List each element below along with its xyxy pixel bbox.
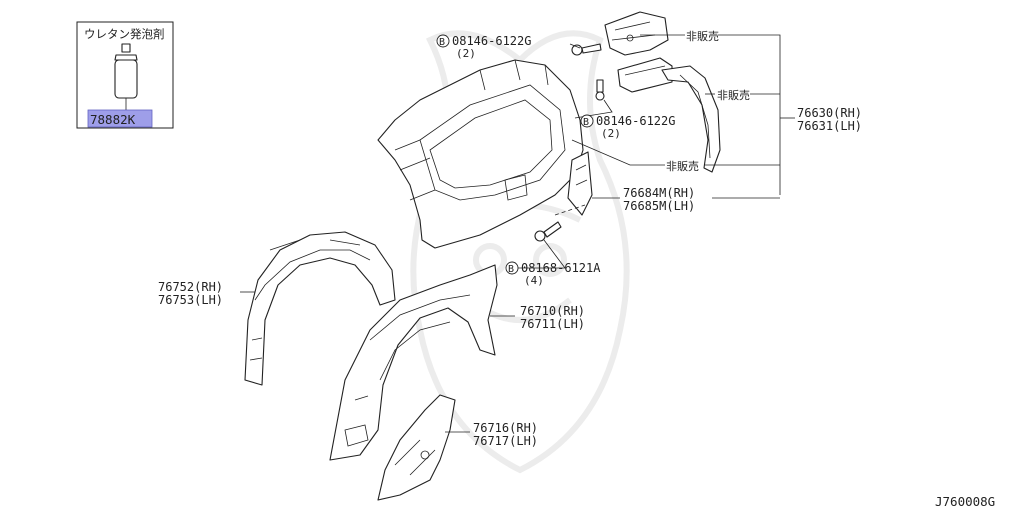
part-76752-lh[interactable]: 76753(LH) — [158, 293, 223, 307]
wheelhouse-outer-arch — [661, 65, 721, 173]
bolt-top-qty: (2) — [456, 47, 476, 60]
bolt-low-number[interactable]: 08168-6121A — [521, 261, 601, 275]
part-76684-lh[interactable]: 76685M(LH) — [623, 199, 695, 213]
part-76716-lh[interactable]: 76717(LH) — [473, 434, 538, 448]
bolt-mid-qty: (2) — [601, 127, 621, 140]
kit-part-number[interactable]: 78882K — [90, 112, 136, 127]
not-sold-label-1: 非販売 — [686, 30, 719, 43]
part-76684-rh[interactable]: 76684M(RH) — [623, 186, 695, 200]
part-76752-rh[interactable]: 76752(RH) — [158, 280, 223, 294]
inner-wheel-housing — [244, 231, 396, 386]
part-number-highlight — [87, 109, 153, 128]
callout-bolt-low: B 08168-6121A (4) — [505, 261, 601, 287]
kit-box-title: ウレタン発泡剤 — [84, 27, 165, 41]
part-76710-lh[interactable]: 76711(LH) — [520, 317, 585, 331]
bolt-mid-icon — [595, 79, 605, 101]
part-76710-rh[interactable]: 76710(RH) — [520, 304, 585, 318]
bolt-mid-prefix: B — [583, 117, 589, 128]
part-76630-lh[interactable]: 76631(LH) — [797, 119, 862, 133]
side-bracket — [617, 57, 673, 93]
bolt-low-icon — [534, 221, 562, 242]
part-76630-rh[interactable]: 76630(RH) — [797, 106, 862, 120]
bolt-top-number[interactable]: 08146-6122G — [452, 34, 531, 48]
foam-can-icon — [114, 43, 138, 110]
upper-bracket — [604, 11, 669, 56]
outer-wheel-housing — [329, 264, 498, 461]
small-bracket — [567, 151, 593, 216]
leader-lines — [240, 34, 795, 433]
diagram-id: J760008G — [935, 494, 995, 509]
bolt-top-prefix: B — [439, 37, 445, 48]
lower-extension — [377, 394, 456, 501]
not-sold-label-3: 非販売 — [666, 160, 699, 173]
kit-box: ウレタン発泡剤 78882K — [76, 21, 174, 129]
bolt-low-qty: (4) — [524, 274, 544, 287]
bolt-low-prefix: B — [508, 264, 514, 275]
callout-bolt-mid: B 08146-6122G (2) — [580, 114, 675, 140]
part-76716-rh[interactable]: 76716(RH) — [473, 421, 538, 435]
callout-bolt-top: B 08146-6122G (2) — [436, 34, 531, 60]
quarter-inner-panel — [377, 59, 584, 249]
bolt-mid-number[interactable]: 08146-6122G — [596, 114, 675, 128]
not-sold-label-2: 非販売 — [717, 89, 750, 102]
